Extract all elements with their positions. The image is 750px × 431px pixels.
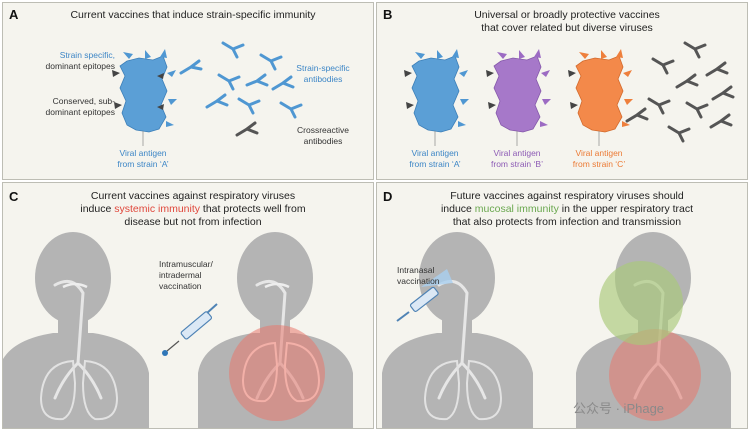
lungs-left (423, 359, 503, 421)
subdominant-epitope (112, 70, 164, 110)
label-antigen-c-strain: from strain ‘C’ (572, 159, 626, 169)
label-strain-specific-antibodies: Strain-specific (296, 63, 350, 73)
label-crossreactive-antibodies: antibodies (303, 136, 343, 146)
human-silhouette-left (3, 232, 149, 428)
panel-d: D Future vaccines against respiratory vi… (376, 182, 748, 429)
systemic-immunity-zone (609, 329, 701, 421)
panel-b: B Universal or broadly protective vaccin… (376, 2, 748, 180)
strain-a-antigen (119, 55, 168, 133)
panel-title-line-3: disease but not from infection (124, 216, 262, 228)
panel-title-line-2: induce mucosal immunity in the upper res… (440, 203, 694, 215)
strain-specific-antibodies (179, 41, 303, 119)
label-antibodies: antibodies (303, 74, 343, 84)
label-intranasal: Intranasal (397, 265, 435, 275)
panel-letter: D (383, 189, 393, 204)
lungs-right (241, 341, 321, 403)
syringe-icon (162, 303, 218, 356)
panel-a-illustration (112, 41, 303, 146)
systemic-immunity-highlight: systemic immunity (114, 203, 200, 215)
label-strain-specific: Strain specific, (59, 50, 115, 60)
label-subdominant-epitopes: dominant epitopes (45, 107, 115, 117)
strain-a-antigen (404, 49, 469, 146)
panel-c-illustration (3, 232, 353, 428)
panel-letter: C (9, 189, 19, 204)
label-crossreactive: Crossreactive (297, 125, 349, 135)
mouth-left (62, 282, 88, 289)
panel-letter: B (383, 7, 393, 22)
panel-letter: A (9, 7, 19, 22)
mucosal-immunity-highlight: mucosal immunity (474, 203, 559, 215)
panel-b-illustration (404, 41, 735, 146)
panel-a: A Current vaccines that induce strain-sp… (2, 2, 374, 180)
mucosal-immunity-zone (599, 261, 683, 345)
label-antigen-b: Viral antigen (493, 148, 541, 158)
label-conserved: Conserved, sub- (52, 96, 115, 106)
panel-title-line-1: Universal or broadly protective vaccines (474, 9, 660, 21)
label-im-route: Intramuscular/ (159, 259, 213, 269)
label-antigen-a-strain: from strain ‘A’ (117, 159, 169, 169)
label-dominant-epitopes: dominant epitopes (45, 61, 115, 71)
lungs-left (39, 359, 119, 421)
label-antigen-a-strain: from strain ‘A’ (409, 159, 461, 169)
label-antigen-a: Viral antigen (411, 148, 459, 158)
watermark: 公众号 · iPhage (573, 401, 665, 416)
label-vaccination: vaccination (159, 281, 202, 291)
panel-title-line-2: that cover related but diverse viruses (481, 22, 653, 34)
mouth-right (264, 282, 290, 289)
label-antigen-b-strain: from strain ‘B’ (491, 159, 543, 169)
strain-c-antigen (568, 49, 633, 146)
panel-c: C Current vaccines against respiratory v… (2, 182, 374, 429)
airway-left (53, 279, 103, 400)
label-antigen-c: Viral antigen (575, 148, 623, 158)
label-id-route: intradermal (159, 270, 202, 280)
nasal-syringe-icon (396, 286, 439, 322)
label-vaccination: vaccination (397, 276, 440, 286)
human-silhouette-left (382, 232, 533, 428)
panel-d-illustration (382, 232, 731, 428)
panel-title-line-1: Future vaccines against respiratory viru… (450, 190, 684, 202)
panel-title: Current vaccines that induce strain-spec… (70, 9, 316, 21)
panel-title-line-3: that also protects from infection and tr… (452, 216, 682, 228)
intranasal-spray (421, 269, 453, 287)
panel-title-line-1: Current vaccines against respiratory vir… (90, 190, 296, 202)
label-antigen-a: Viral antigen (119, 148, 167, 158)
crossreactive-antibody (235, 121, 259, 137)
crossreactive-antibodies (625, 41, 735, 143)
strain-b-antigen (486, 49, 551, 146)
panel-title-line-2: induce systemic immunity that protects w… (80, 203, 306, 215)
dominant-epitope (123, 49, 177, 127)
